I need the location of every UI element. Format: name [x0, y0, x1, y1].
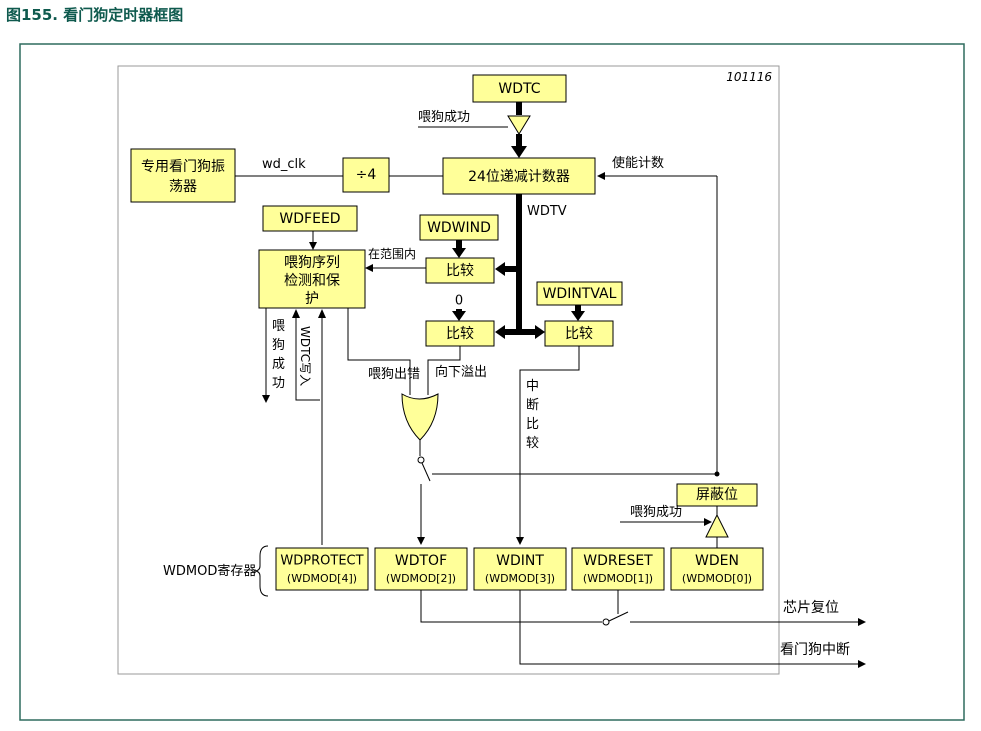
int-compare-3: 比 [526, 417, 539, 432]
int-compare-1: 中 [526, 379, 539, 394]
figure-title: 图155. 看门狗定时器框图 [6, 6, 184, 24]
feed-error-line [347, 308, 411, 395]
int-compare-2: 断 [526, 398, 539, 413]
feed-success-mask-label: 喂狗成功 [630, 505, 682, 520]
wdintval-arrow-icon [571, 311, 585, 321]
wdwind-label: WDWIND [427, 220, 491, 236]
wdmod-register-label: WDMOD寄存器 [163, 563, 256, 579]
feed-success-vertical-4: 功 [272, 376, 285, 391]
reg-wdprotect-name: WDPROTECT [280, 554, 363, 569]
zero-arrow-icon [452, 311, 466, 321]
reg-wdreset: WDRESET (WDMOD[1]) [571, 547, 665, 591]
divider-label: ÷4 [356, 167, 377, 183]
wdfeed-label: WDFEED [279, 211, 340, 227]
watchdog-oscillator: 专用看门狗振 荡器 [130, 148, 236, 203]
feed-success-vertical-1: 喂 [272, 319, 285, 334]
feed-success-vertical-3: 成 [272, 357, 285, 372]
wdintval-register: WDINTVAL [536, 281, 623, 306]
reg-wdprotect-bit: (WDMOD[4]) [287, 572, 357, 585]
timeout-switch-blade [421, 462, 431, 482]
reg-wden-bit: (WDMOD[0]) [682, 572, 752, 585]
wdt-interrupt-label: 看门狗中断 [780, 642, 850, 658]
window-comparator: 比较 [425, 257, 495, 284]
chip-reset-label: 芯片复位 [783, 599, 839, 616]
reg-wdtof-name: WDTOF [395, 553, 447, 569]
reg-wdreset-name: WDRESET [583, 553, 653, 569]
load-arrow-icon [511, 146, 527, 158]
reg-wdreset-bit: (WDMOD[1]) [583, 572, 653, 585]
timeout-switch-pivot [417, 456, 425, 464]
oscillator-label-2: 荡器 [169, 179, 197, 195]
compare-window-label: 比较 [446, 263, 474, 279]
feed-seq-label-1: 喂狗序列 [284, 255, 340, 271]
zero-comparator: 比较 [425, 320, 495, 347]
wdwind-arrow-icon [452, 248, 466, 258]
int-compare-4: 较 [526, 436, 539, 451]
wdtc-register: WDTC [472, 74, 567, 103]
wdtv-intval-arrow-icon [535, 325, 545, 339]
zero-label: 0 [455, 294, 463, 309]
reg-wden-name: WDEN [695, 553, 739, 569]
counter-label: 24位递减计数器 [468, 169, 570, 185]
feed-success-vertical-2: 狗 [272, 338, 285, 353]
reg-wdtof: WDTOF (WDMOD[2]) [374, 547, 468, 591]
figure-id: 101116 [726, 70, 772, 84]
wdintval-label: WDINTVAL [543, 286, 617, 302]
inner-frame [117, 65, 780, 675]
feed-seq-label-2: 检测和保 [284, 273, 340, 289]
wdtc-write-label: WDTC写入 [298, 326, 312, 386]
wdtc-write-arrow-icon [292, 309, 300, 318]
wdfeed-register: WDFEED [262, 205, 358, 232]
underflow-line [427, 346, 461, 395]
feed-error-label: 喂狗出错 [368, 367, 420, 382]
underflow-label: 向下溢出 [435, 364, 487, 380]
reset-switch-pivot [602, 618, 610, 626]
wdtv-label: WDTV [527, 204, 567, 219]
reg-wden: WDEN (WDMOD[0]) [670, 547, 764, 591]
wdtc-label: WDTC [498, 81, 540, 97]
wdwind-register: WDWIND [419, 214, 499, 241]
clock-divider: ÷4 [342, 157, 390, 193]
outer-frame [19, 43, 965, 721]
wdmod-brace [253, 545, 269, 597]
compare-zero-label: 比较 [446, 326, 474, 342]
reset-switch-blade [608, 611, 629, 622]
wdprotect-arrow-icon [318, 309, 326, 318]
down-counter: 24位递减计数器 [442, 157, 596, 195]
wdtv-window-arrow-icon [495, 262, 505, 276]
wdtc-write-line [295, 310, 320, 401]
feed-sequence-detector: 喂狗序列 检测和保 护 [258, 249, 366, 309]
reg-wdprotect: WDPROTECT (WDMOD[4]) [275, 547, 369, 591]
load-buffer [507, 115, 531, 135]
reset-path-line [420, 590, 602, 623]
mask-buffer [705, 513, 729, 538]
enable-count-label: 使能计数 [612, 155, 664, 171]
feed-seq-label-3: 护 [305, 291, 319, 307]
reg-wdtof-bit: (WDMOD[2]) [386, 572, 456, 585]
mask-bit: 屏蔽位 [676, 483, 758, 507]
or-gate [401, 393, 439, 441]
reg-wdint: WDINT (WDMOD[3]) [473, 547, 567, 591]
wdt-interrupt-arrow [519, 590, 866, 668]
junction-dot [714, 471, 720, 477]
interrupt-compare-line [519, 346, 580, 544]
wd-clk-label: wd_clk [262, 157, 306, 172]
wdtv-zero-arrow-icon [495, 325, 505, 339]
compare-intval-label: 比较 [565, 326, 593, 342]
mask-bit-label: 屏蔽位 [696, 487, 738, 503]
reg-wdint-bit: (WDMOD[3]) [485, 572, 555, 585]
oscillator-label-1: 专用看门狗振 [141, 159, 225, 175]
in-range-label: 在范围内 [368, 247, 416, 261]
interval-comparator: 比较 [544, 320, 614, 347]
feed-success-top-label: 喂狗成功 [418, 110, 470, 125]
reg-wdint-name: WDINT [496, 553, 544, 569]
